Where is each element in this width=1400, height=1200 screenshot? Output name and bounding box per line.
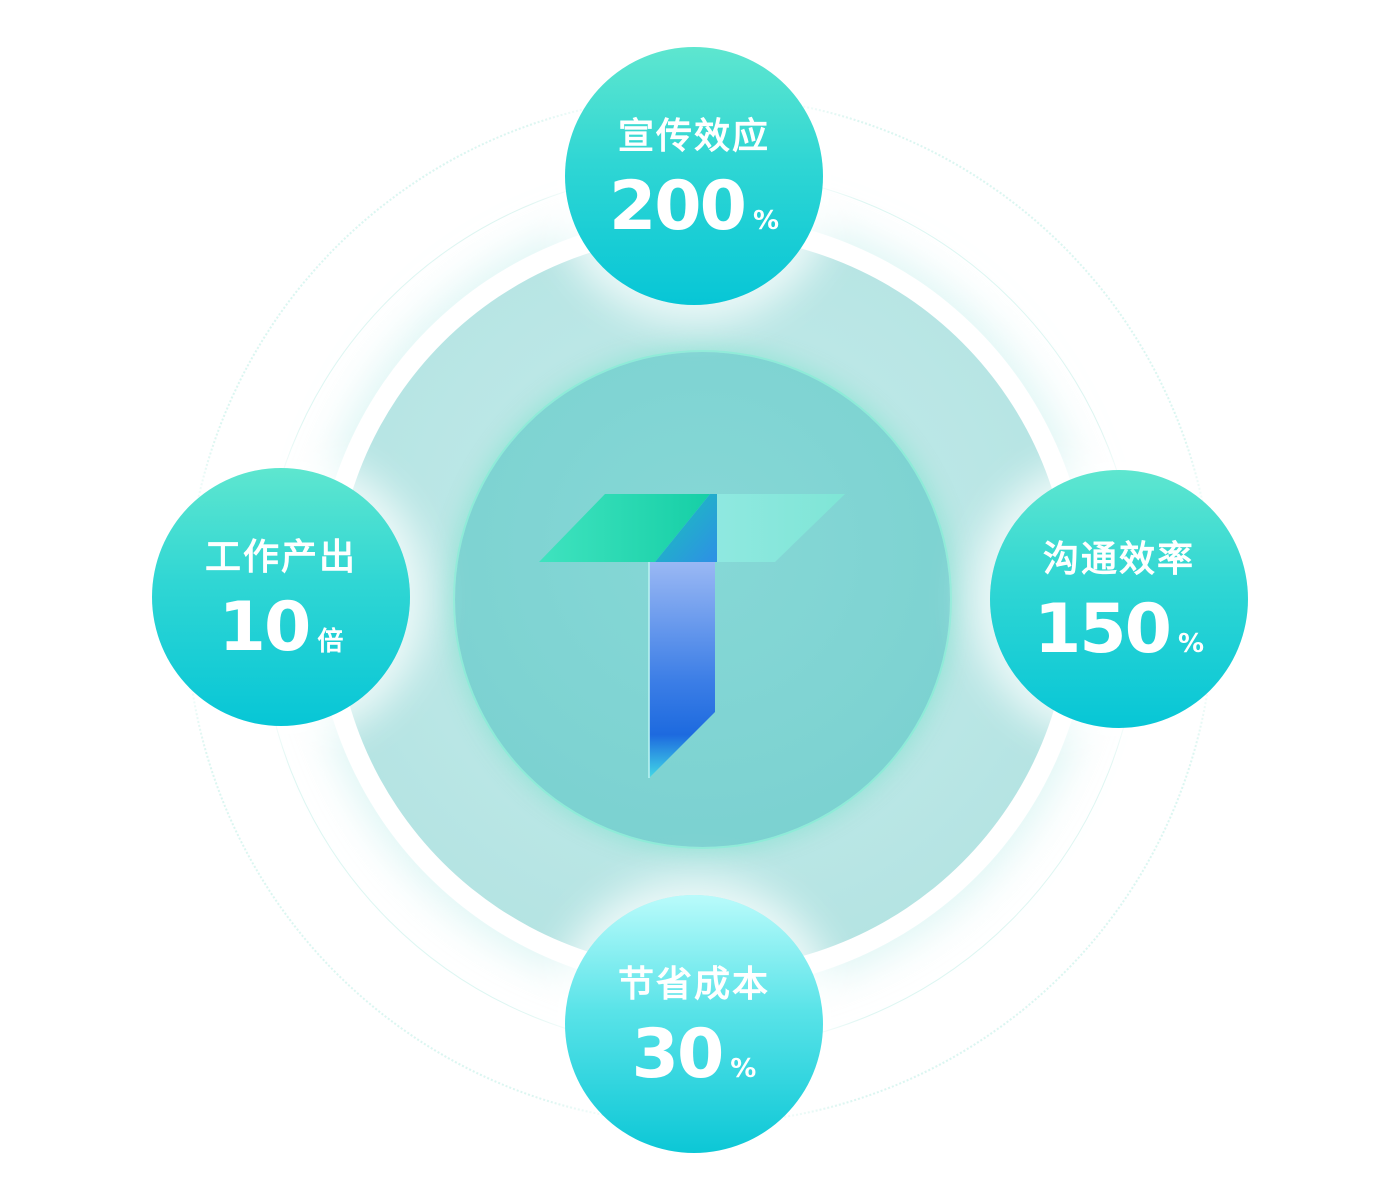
- logo-bar-right: [717, 494, 845, 562]
- stat-unit: %: [752, 206, 779, 236]
- stat-title: 工作产出: [204, 537, 357, 578]
- stat-value-row: 150%: [990, 590, 1248, 687]
- stat-title: 宣传效应: [617, 116, 770, 157]
- t-letter-logo-icon: [539, 494, 845, 778]
- stat-value: 200: [608, 167, 747, 246]
- stat-value: 30: [631, 1015, 725, 1094]
- stat-value-row: 200%: [565, 167, 823, 264]
- stat-title: 沟通效率: [1042, 539, 1195, 580]
- stat-unit: 倍: [317, 627, 344, 657]
- stat-bubble-cost-saving: 节省成本 30%: [565, 895, 823, 1153]
- stat-title: 节省成本: [617, 964, 770, 1005]
- stat-value-row: 30%: [565, 1015, 823, 1112]
- stat-unit: %: [1177, 629, 1204, 659]
- stat-unit: %: [730, 1054, 757, 1084]
- logo-bar-middle: [655, 494, 717, 562]
- stat-value: 10: [218, 588, 312, 667]
- logo-stem: [649, 562, 715, 778]
- stat-value: 150: [1033, 590, 1172, 669]
- stat-bubble-publicity: 宣传效应 200%: [565, 47, 823, 305]
- stat-bubble-communication: 沟通效率 150%: [990, 470, 1248, 728]
- logo-bar-left: [539, 494, 710, 562]
